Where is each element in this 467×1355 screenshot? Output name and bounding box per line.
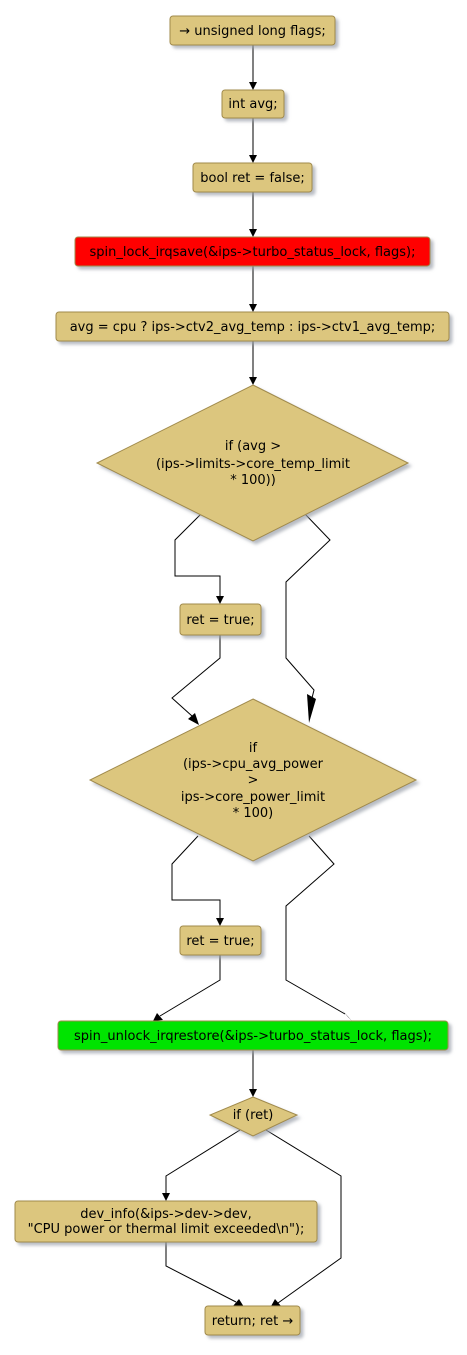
node-label-line: (ips->limits->core_temp_limit bbox=[156, 457, 350, 472]
node-label-line: if (avg > bbox=[225, 439, 281, 454]
arrowhead bbox=[342, 1010, 352, 1021]
arrowhead bbox=[249, 155, 257, 163]
nodes: → unsigned long flags; int avg; bool ret… bbox=[14, 15, 450, 1336]
node-label: ret = true; bbox=[186, 613, 254, 628]
node-label: return; ret → bbox=[212, 1314, 294, 1329]
node-label-line: > bbox=[248, 773, 259, 788]
arrowhead bbox=[307, 694, 316, 723]
node-label: avg = cpu ? ips->ctv2_avg_temp : ips->ct… bbox=[70, 320, 436, 335]
edge-dev-info-to-return bbox=[165, 1242, 237, 1303]
edge-ret1-to-cond-power bbox=[171, 635, 221, 717]
edge-cond-ret-true bbox=[165, 1129, 241, 1193]
node-label-line: * 100)) bbox=[230, 473, 276, 488]
node-lock[interactable]: spin_lock_irqsave(&ips->turbo_status_loc… bbox=[74, 236, 431, 267]
decision-diamond bbox=[95, 384, 410, 542]
node-cond-ret[interactable]: if (ret) bbox=[208, 1096, 299, 1137]
node-label-line: dev_info(&ips->dev->dev, bbox=[80, 1207, 252, 1222]
node-set-ret-1[interactable]: ret = true; bbox=[179, 603, 262, 636]
node-start[interactable]: → unsigned long flags; bbox=[169, 15, 336, 46]
edges bbox=[153, 45, 352, 1308]
node-return[interactable]: return; ret → bbox=[204, 1305, 301, 1336]
node-label-line: * 100) bbox=[233, 806, 274, 821]
node-box bbox=[57, 1020, 449, 1051]
arrowhead bbox=[153, 1013, 163, 1021]
node-set-ret-2[interactable]: ret = true; bbox=[179, 925, 262, 956]
arrowhead bbox=[233, 1299, 244, 1307]
node-box bbox=[74, 236, 431, 267]
node-box bbox=[14, 1200, 318, 1243]
node-label-line: "CPU power or thermal limit exceeded\n")… bbox=[28, 1222, 305, 1237]
node-dev-info[interactable]: dev_info(&ips->dev->dev, "CPU power or t… bbox=[14, 1200, 318, 1243]
node-label-line: ips->core_power_limit bbox=[181, 790, 325, 805]
edge-ret2-to-unlock bbox=[159, 955, 221, 1017]
edge-cond-ret-false bbox=[265, 1129, 342, 1304]
decision-diamond bbox=[88, 698, 418, 862]
node-box bbox=[221, 89, 285, 119]
edge-cond-power-false bbox=[285, 835, 346, 1015]
node-unlock[interactable]: spin_unlock_irqrestore(&ips->turbo_statu… bbox=[57, 1020, 449, 1051]
arrowhead bbox=[249, 229, 257, 237]
edge-cond-power-true bbox=[171, 835, 221, 918]
arrowhead bbox=[216, 918, 224, 926]
node-box bbox=[192, 162, 313, 193]
edge-cond-temp-false bbox=[285, 513, 331, 699]
node-box bbox=[179, 603, 262, 636]
node-declare-avg[interactable]: int avg; bbox=[221, 89, 285, 119]
arrowhead bbox=[188, 713, 199, 725]
node-label-line: (ips->cpu_avg_power bbox=[183, 757, 324, 772]
node-label: ret = true; bbox=[186, 934, 254, 949]
node-box bbox=[204, 1305, 301, 1336]
node-label: → unsigned long flags; bbox=[179, 24, 326, 39]
node-label: bool ret = false; bbox=[200, 171, 305, 186]
node-label-line: if bbox=[249, 741, 258, 756]
node-box bbox=[55, 311, 450, 342]
node-cond-power[interactable]: if (ips->cpu_avg_power > ips->core_power… bbox=[88, 698, 418, 862]
node-cond-temp[interactable]: if (avg > (ips->limits->core_temp_limit … bbox=[95, 384, 410, 542]
arrowhead bbox=[249, 1089, 257, 1097]
node-label: int avg; bbox=[228, 97, 277, 112]
arrowhead bbox=[249, 82, 257, 90]
node-box bbox=[169, 15, 336, 46]
decision-diamond bbox=[208, 1096, 299, 1137]
edge-cond-temp-true bbox=[174, 513, 221, 596]
node-declare-ret[interactable]: bool ret = false; bbox=[192, 162, 313, 193]
arrowhead bbox=[162, 1193, 170, 1201]
arrowhead bbox=[249, 304, 257, 312]
node-box bbox=[179, 925, 262, 956]
arrowhead bbox=[249, 377, 257, 385]
node-label: spin_unlock_irqrestore(&ips->turbo_statu… bbox=[74, 1029, 432, 1044]
node-label: spin_lock_irqsave(&ips->turbo_status_loc… bbox=[90, 245, 416, 260]
node-label: if (ret) bbox=[233, 1108, 274, 1123]
arrowhead bbox=[216, 596, 224, 604]
node-assign-avg[interactable]: avg = cpu ? ips->ctv2_avg_temp : ips->ct… bbox=[55, 311, 450, 342]
